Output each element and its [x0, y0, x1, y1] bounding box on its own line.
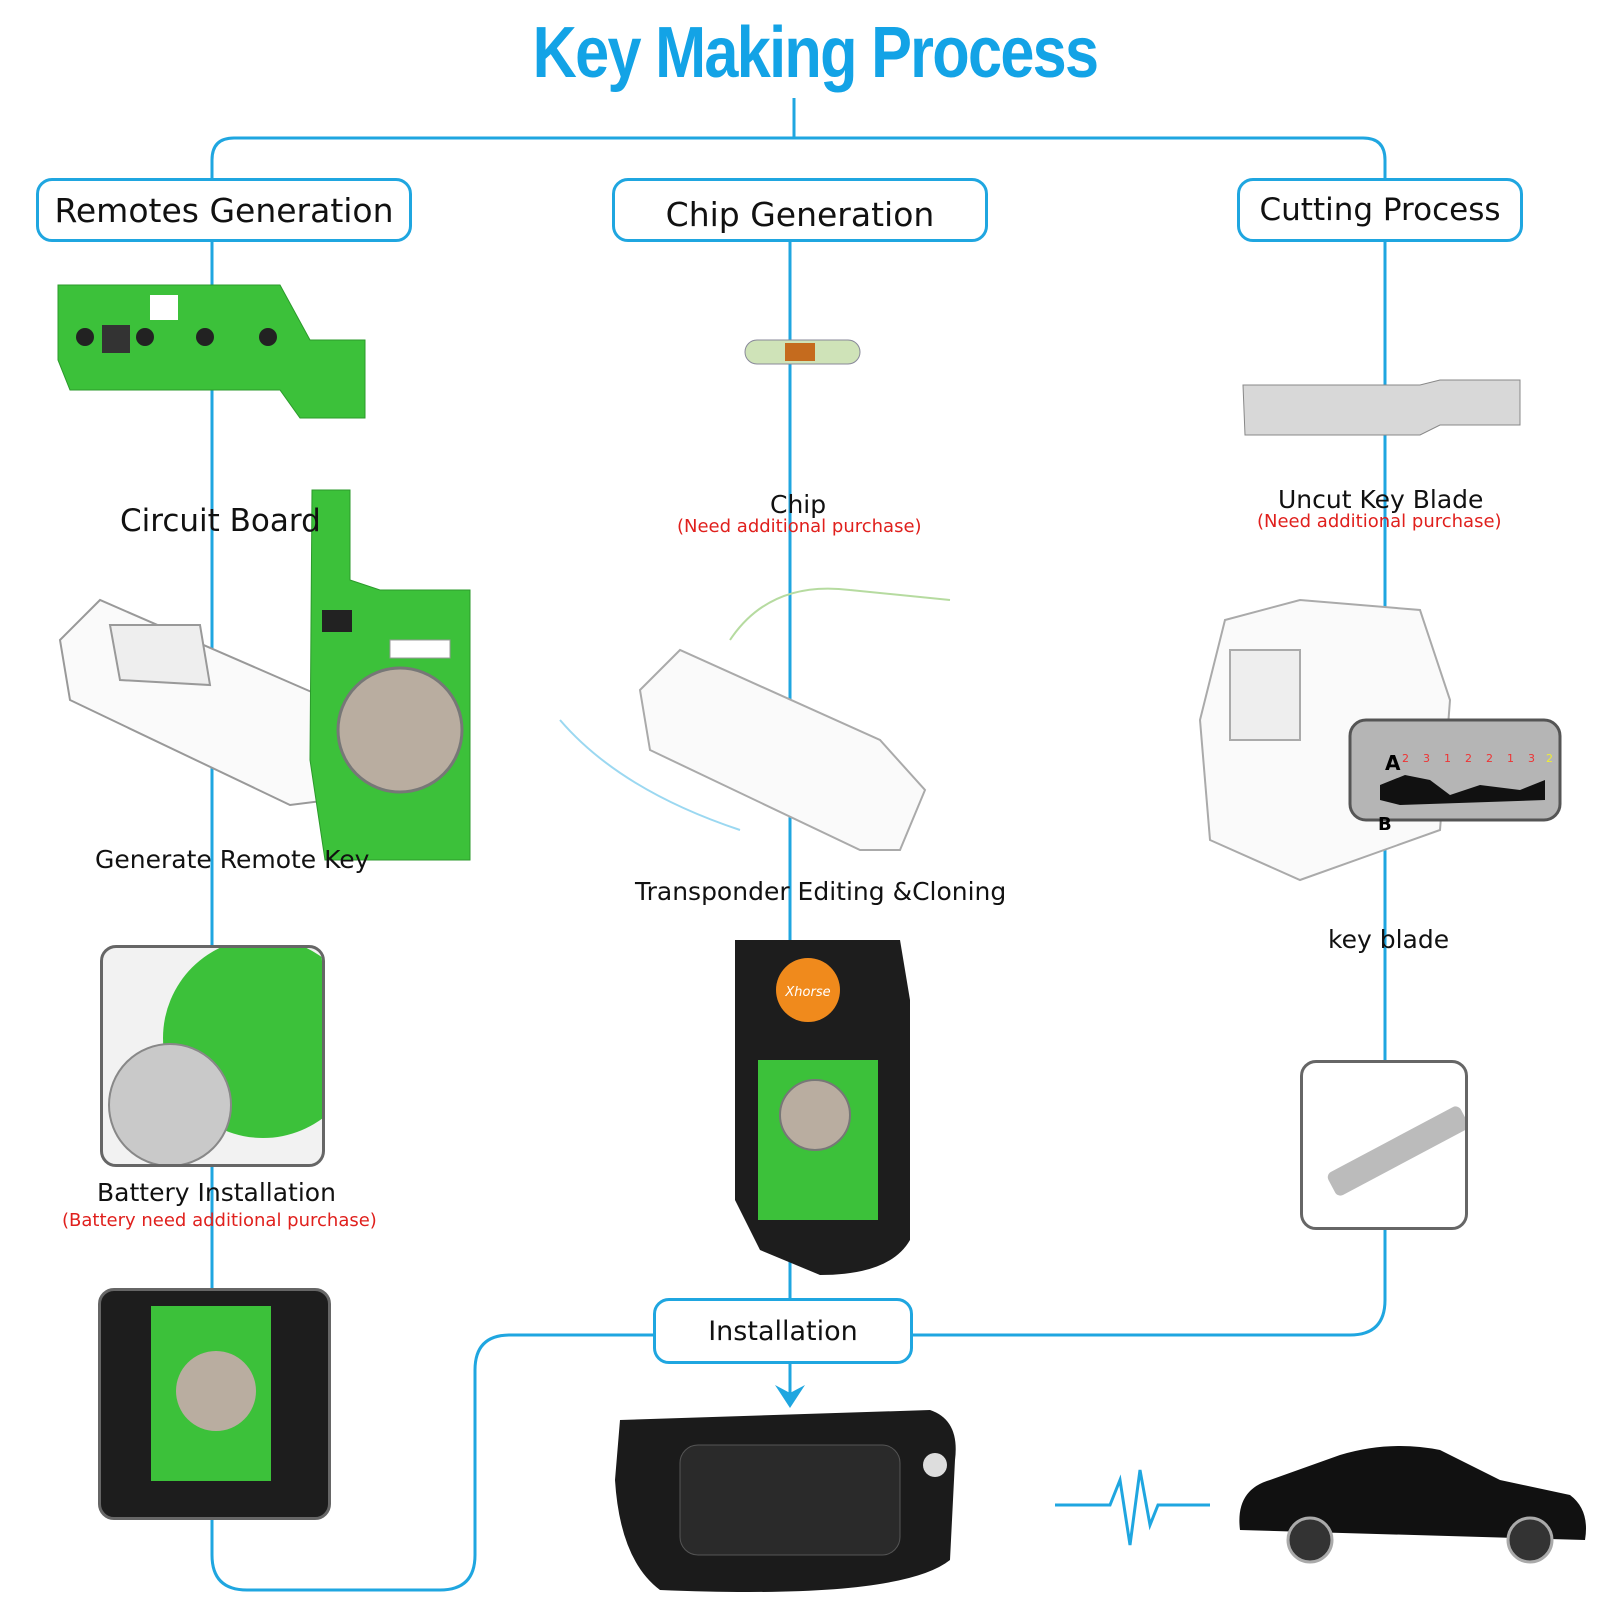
generate-remote-key-label: Generate Remote Key	[95, 845, 370, 874]
cut-depth: 2	[1402, 752, 1409, 765]
transponder-chip-image	[744, 339, 861, 365]
transponder-editing-label: Transponder Editing &Cloning	[635, 877, 1007, 906]
uncut-key-blade-image	[1242, 379, 1521, 436]
remotes-generation-box: Remotes Generation	[36, 178, 412, 242]
arrow-down-icon	[775, 1385, 805, 1408]
cut-depth: 1	[1444, 752, 1451, 765]
cut-key-blade-photo	[1300, 1060, 1468, 1230]
circuit-board-image	[57, 284, 366, 419]
cut-depth: 1	[1507, 752, 1514, 765]
top-branch-line	[210, 136, 1387, 178]
remote-assembly-photo	[98, 1288, 331, 1520]
chart-label-a: A	[1385, 751, 1401, 775]
uncut-key-blade-label: Uncut Key Blade	[1278, 485, 1484, 514]
cut-depth: 2	[1465, 752, 1472, 765]
key-cut-chart: A B 2 3 1 2 2 1 3 2	[1348, 718, 1562, 835]
chip-label: Chip	[770, 490, 827, 519]
chip-generation-box: Chip Generation	[612, 178, 988, 242]
chip-purchase-note: (Need additional purchase)	[677, 516, 922, 537]
circuit-board-label: Circuit Board	[120, 503, 321, 539]
cutting-flow-line	[912, 241, 1387, 1337]
cutting-process-box: Cutting Process	[1237, 178, 1523, 242]
cut-depth: 3	[1423, 752, 1430, 765]
cut-depth: 2	[1486, 752, 1493, 765]
installation-box: Installation	[653, 1298, 913, 1364]
chip-programmer-device	[559, 587, 951, 851]
chart-label-b: B	[1378, 814, 1392, 835]
key-blade-label: key blade	[1328, 925, 1450, 954]
blade-purchase-note: (Need additional purchase)	[1257, 511, 1502, 532]
page-title: Key Making Process	[532, 13, 1099, 93]
cut-depth: 2	[1546, 752, 1553, 765]
heartbeat-line	[1055, 1469, 1210, 1546]
car-image	[1239, 1446, 1586, 1564]
battery-purchase-note: (Battery need additional purchase)	[62, 1210, 377, 1231]
cut-depth-labels: 2 3 1 2 2 1 3 2	[1402, 752, 1553, 765]
cut-depth: 3	[1528, 752, 1535, 765]
remotes-flow-line	[210, 241, 653, 1592]
remote-programmer-device	[58, 598, 362, 807]
battery-installation-label: Battery Installation	[97, 1178, 336, 1207]
finished-flip-key-image	[615, 1410, 956, 1592]
open-key-shell-image: Xhorse	[735, 940, 910, 1275]
pcb-with-battery	[309, 489, 471, 861]
xhorse-logo: Xhorse	[784, 985, 830, 1000]
battery-installation-photo	[100, 945, 325, 1167]
